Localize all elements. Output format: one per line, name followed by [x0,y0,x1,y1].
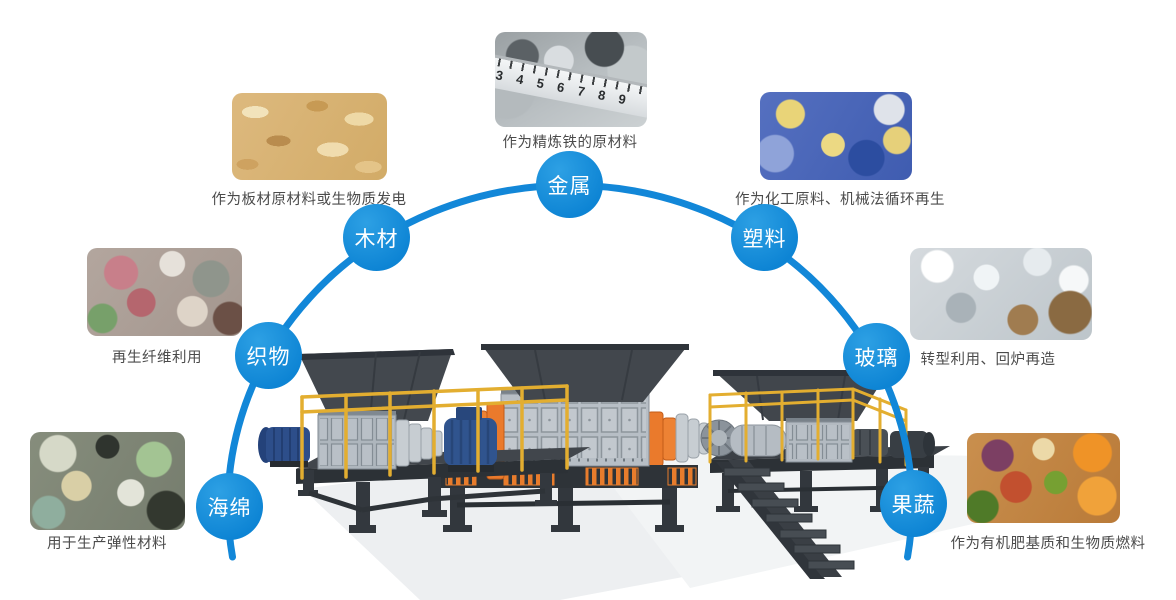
measuring-tape: 3 4 5 6 7 8 9 [495,53,647,121]
produce-node-label: 果蔬 [891,493,936,517]
wood-node: 木材 [343,204,410,271]
wood-chips-photo [232,93,387,180]
shredder-machine-left [258,349,590,533]
wood-caption: 作为板材原材料或生物质发电 [211,192,407,208]
fabric-caption: 再生纤维利用 [112,350,202,366]
metal-node-label: 金属 [547,174,592,198]
plastic-flakes-photo [760,92,912,180]
electric-motor-center [444,407,497,472]
electric-motor-left [258,427,310,467]
fabric-node-label: 织物 [246,345,291,369]
fruit-vegetable-waste-photo [967,433,1120,523]
glass-node: 玻璃 [843,323,910,390]
sponge-node: 海绵 [196,473,263,540]
sponge-node-label: 海绵 [207,496,252,520]
metal-caption: 作为精炼铁的原材料 [502,135,638,151]
plastic-node-label: 塑料 [742,227,787,251]
access-stairs [716,460,855,579]
sponge-caption: 用于生产弹性材料 [47,536,167,552]
produce-node: 果蔬 [880,470,947,537]
sponge-pieces-photo [30,432,185,530]
glass-node-label: 玻璃 [854,346,899,370]
metal-scrap-photo: 3 4 5 6 7 8 9 [495,32,647,127]
plastic-node: 塑料 [731,204,798,271]
wood-node-label: 木材 [354,227,399,251]
glass-caption: 转型利用、回炉再造 [920,352,1056,368]
ruler-digits: 3 4 5 6 7 8 9 [495,67,632,109]
fabric-node: 织物 [235,322,302,389]
safety-railing-left [300,384,569,480]
metal-node: 金属 [536,151,603,218]
produce-caption: 作为有机肥基质和生物质燃料 [950,536,1146,552]
glass-shards-photo [910,248,1092,340]
fabric-scraps-photo [87,248,242,336]
plastic-caption: 作为化工原料、机械法循环再生 [735,192,945,208]
safety-railing-right [708,387,908,467]
